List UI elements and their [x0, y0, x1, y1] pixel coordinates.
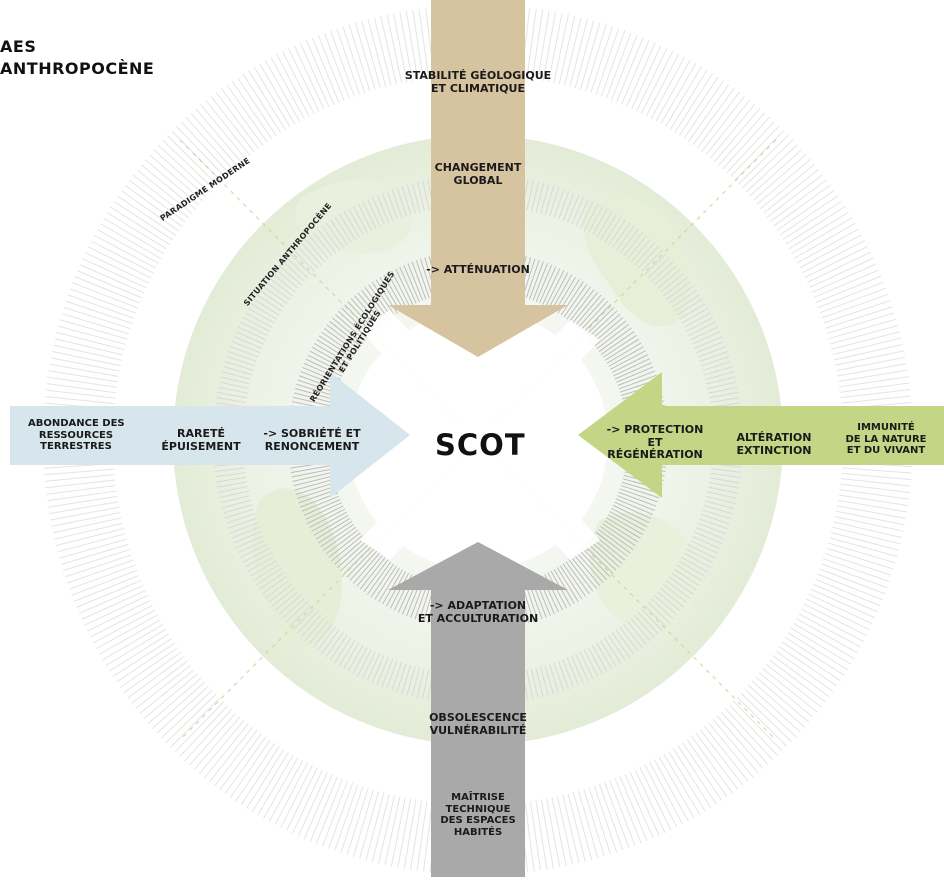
right-inner-label: -> PROTECTION ET RÉGÉNÉRATION: [600, 423, 710, 462]
bottom-outer-line-2: TECHNIQUE: [445, 803, 511, 815]
right-outer-line-1: IMMUNITÉ: [857, 422, 915, 433]
bottom-mid-line-1: OBSOLESCENCE: [429, 711, 527, 724]
top-arrow: [388, 0, 568, 357]
right-mid-line-1: ALTÉRATION: [736, 431, 812, 444]
left-outer-line-1: ABONDANCE DES: [28, 418, 125, 429]
bottom-inner-line-1: -> ADAPTATION: [429, 599, 527, 612]
left-inner-line-2: RENONCEMENT: [264, 439, 360, 453]
left-outer-line-2: RESSOURCES: [38, 429, 114, 441]
bottom-mid-label: OBSOLESCENCE VULNÉRABILITÉ: [408, 711, 548, 737]
top-mid-line-1: CHANGEMENT: [434, 161, 522, 174]
diagonal-guide: [179, 139, 777, 741]
left-mid-line-1: RARETÉ: [177, 427, 225, 440]
right-outer-line-3: ET DU VIVANT: [846, 445, 926, 456]
top-mid-label: CHANGEMENT GLOBAL: [418, 161, 538, 187]
right-outer-line-2: DE LA NATURE: [845, 433, 927, 445]
left-mid-line-2: ÉPUISEMENT: [161, 439, 241, 453]
top-outer-line-1: STABILITÉ GÉOLOGIQUE: [404, 69, 552, 82]
right-arrow: [578, 372, 944, 498]
center-cross: [360, 320, 600, 560]
bottom-inner-line-2: ET ACCULTURATION: [417, 611, 539, 625]
right-outer-label: IMMUNITÉ DE LA NATURE ET DU VIVANT: [836, 422, 936, 457]
bottom-outer-line-1: MAÎTRISE: [451, 792, 505, 803]
bottom-outer-line-3: DES ESPACES: [440, 815, 516, 826]
right-inner-line-3: RÉGÉNÉRATION: [607, 448, 703, 462]
center-label: SCOT: [435, 428, 526, 462]
bottom-inner-label: -> ADAPTATION ET ACCULTURATION: [398, 599, 558, 625]
title-line-1: AES: [0, 37, 37, 56]
left-inner-label: -> SOBRIÉTÉ ET RENONCEMENT: [254, 427, 370, 453]
diagram-title: AES ANTHROPOCÈNE: [0, 36, 154, 79]
continent-shape: [583, 195, 692, 327]
top-inner-label: -> ATTÉNUATION: [426, 263, 530, 276]
diagonal-guide: [179, 139, 777, 741]
top-outer-line-2: ET CLIMATIQUE: [430, 81, 526, 95]
right-mid-label: ALTÉRATION EXTINCTION: [726, 431, 822, 457]
left-arrow: [10, 372, 410, 498]
left-outer-line-3: TERRESTRES: [40, 441, 112, 452]
bottom-arrow: [388, 542, 568, 877]
bottom-mid-line-2: VULNÉRABILITÉ: [429, 723, 527, 737]
right-inner-line-2: ET: [647, 435, 663, 449]
top-mid-line-2: GLOBAL: [453, 173, 503, 187]
left-inner-line-1: -> SOBRIÉTÉ ET: [263, 427, 361, 440]
bottom-outer-line-4: HABITÉS: [453, 826, 503, 838]
top-outer-label: STABILITÉ GÉOLOGIQUE ET CLIMATIQUE: [398, 69, 558, 95]
right-inner-line-1: -> PROTECTION: [606, 423, 704, 436]
left-mid-label: RARETÉ ÉPUISEMENT: [156, 427, 246, 453]
right-mid-line-2: EXTINCTION: [736, 443, 812, 457]
left-outer-label: ABONDANCE DES RESSOURCES TERRESTRES: [28, 418, 125, 453]
title-line-2: ANTHROPOCÈNE: [0, 58, 155, 78]
bottom-outer-label: MAÎTRISE TECHNIQUE DES ESPACES HABITÉS: [418, 792, 538, 838]
